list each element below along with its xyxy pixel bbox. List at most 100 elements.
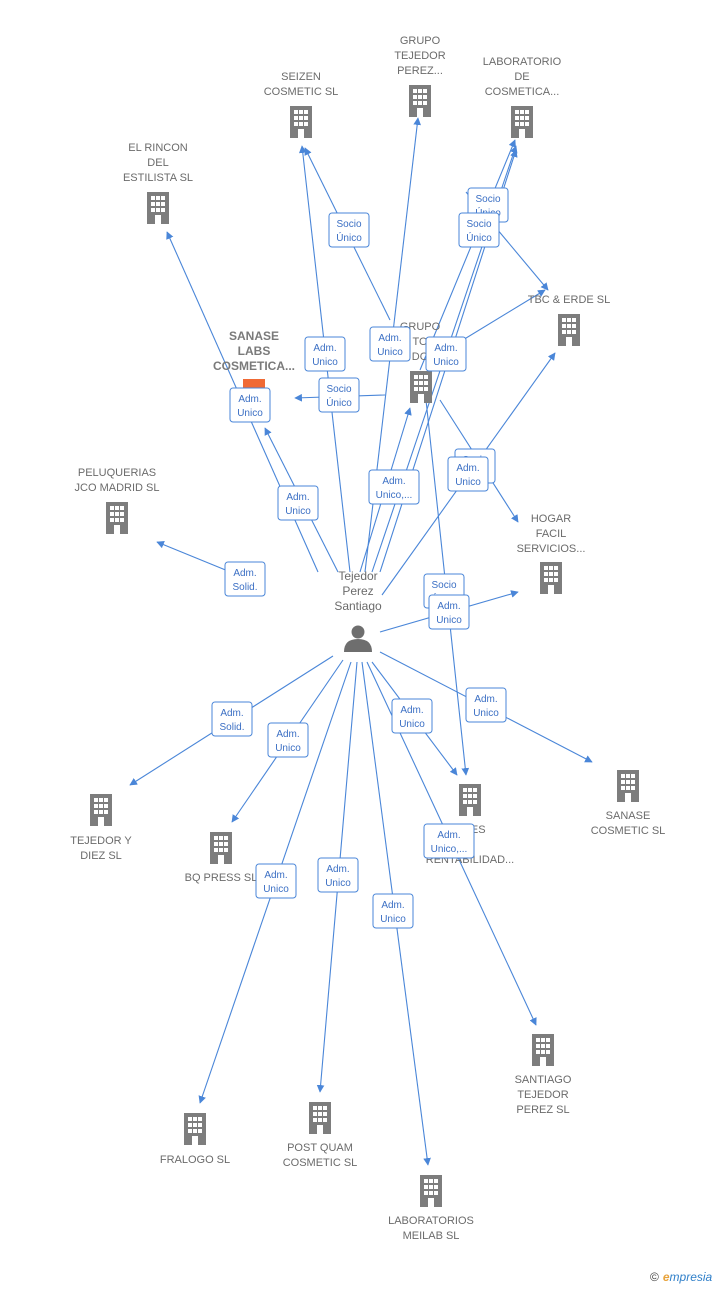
edge-label-box bbox=[224, 561, 266, 597]
edge-label-text: Unico bbox=[237, 408, 263, 419]
building-icon bbox=[459, 784, 481, 816]
edge-label-text: Adm. bbox=[238, 394, 261, 405]
company-name-line: DE bbox=[514, 71, 529, 83]
edge-label-text: Adm. bbox=[437, 601, 460, 612]
edge-label-box bbox=[423, 823, 475, 859]
company-name-line: HOGAR bbox=[531, 513, 571, 525]
edge-label-text: Unico,... bbox=[431, 844, 468, 855]
company-node-grupo-top[interactable]: GRUPOTEJEDORPEREZ... bbox=[394, 35, 446, 117]
company-name-line: TEJEDOR bbox=[394, 50, 445, 62]
edge-label-box bbox=[369, 326, 411, 362]
edge-line bbox=[419, 139, 516, 371]
company-node-fralogo[interactable]: FRALOGO SL bbox=[160, 1113, 230, 1166]
company-name-line: JCO MADRID SL bbox=[75, 482, 160, 494]
edge-label-text: Único bbox=[466, 231, 492, 244]
edge-label-meilab: Adm. Unico bbox=[372, 893, 414, 929]
company-name-line: LABORATORIO bbox=[483, 56, 562, 68]
building-icon bbox=[410, 371, 432, 403]
company-name-line: COSMETIC SL bbox=[264, 86, 339, 98]
edge-label-l16: Adm.Solid. bbox=[211, 701, 253, 737]
building-icon bbox=[210, 832, 232, 864]
company-name-line: DO bbox=[412, 351, 429, 363]
building-icon bbox=[147, 192, 169, 224]
person-icon bbox=[351, 625, 365, 639]
company-node-bq-press[interactable]: BQ PRESS SL bbox=[185, 832, 258, 884]
edge-label-l6: Adm. Unico bbox=[425, 336, 467, 372]
company-name-line: PEREZ... bbox=[397, 65, 443, 77]
edge-label-text: Unico bbox=[285, 506, 311, 517]
edge-label-box bbox=[277, 485, 319, 521]
edge-label-box bbox=[318, 377, 360, 413]
edge-label-text: Solid. bbox=[232, 582, 257, 593]
edge-label-box bbox=[458, 212, 500, 248]
edge-label-text: Unico bbox=[275, 743, 301, 754]
company-name-line: SEIZEN bbox=[281, 71, 321, 83]
edge-label-text: Único bbox=[326, 396, 352, 409]
building-icon bbox=[617, 770, 639, 802]
edge-label-l14: Adm. Unico bbox=[428, 594, 470, 630]
brand-name: mpresia bbox=[669, 1270, 713, 1284]
edge-label-text: Adm. bbox=[456, 463, 479, 474]
company-name-line: EL RINCON bbox=[128, 142, 188, 154]
edge-label-text: Adm. bbox=[276, 729, 299, 740]
edge-label-text: Único bbox=[336, 231, 362, 244]
edge-label-l20: Adm.Unico bbox=[465, 687, 507, 723]
edge-label-text: Unico bbox=[399, 719, 425, 730]
empresia-logo: ©empresia bbox=[650, 1270, 712, 1284]
building-icon bbox=[309, 1102, 331, 1134]
edge-label-l10: Adm.Unico,... bbox=[368, 469, 420, 505]
company-name-line: SANASE bbox=[606, 810, 651, 822]
edge-label-l9: Adm.Unico bbox=[277, 485, 319, 521]
company-node-tejedor-diez[interactable]: TEJEDOR Y DIEZ SL bbox=[70, 794, 132, 862]
company-name-line: TO bbox=[412, 336, 428, 348]
edge-label-l8: Adm. Unico bbox=[229, 387, 271, 423]
edge-label-box bbox=[447, 456, 489, 492]
edge-label-l15: Adm.Solid. bbox=[224, 561, 266, 597]
company-name-line: POST QUAM bbox=[287, 1142, 353, 1154]
edge-label-text: Adm. bbox=[382, 476, 405, 487]
edge-label-text: Adm. bbox=[313, 343, 336, 354]
edge-label-box bbox=[255, 863, 297, 899]
edge-label-text: Unico bbox=[436, 615, 462, 626]
company-name-line: PEREZ SL bbox=[516, 1104, 569, 1116]
building-icon bbox=[532, 1034, 554, 1066]
person-icon-body bbox=[344, 639, 372, 652]
edge-labels-layer: SocioÚnicoSocioÚnicoSocioÚnicoAdm.UnicoA… bbox=[211, 187, 509, 929]
edge-label-text: Socio bbox=[466, 219, 491, 230]
edge-label-text: Adm. bbox=[474, 694, 497, 705]
edge-label-box bbox=[391, 698, 433, 734]
edge-label-text: Adm. bbox=[434, 343, 457, 354]
edge-label-l22: Adm.Unico bbox=[317, 857, 359, 893]
edge-label-text: Unico bbox=[455, 477, 481, 488]
edge-label-box bbox=[267, 722, 309, 758]
copyright-symbol: © bbox=[650, 1270, 659, 1284]
company-name-line: LABS bbox=[238, 344, 271, 358]
company-name-line: LABORATORIOS bbox=[388, 1215, 474, 1227]
company-node-hogar[interactable]: HOGARFACILSERVICIOS... bbox=[517, 513, 586, 594]
edge-label-text: Unico bbox=[433, 357, 459, 368]
edge-label-l17: Adm. Unico bbox=[267, 722, 309, 758]
company-node-tbc[interactable]: TBC & ERDE SL bbox=[528, 294, 611, 346]
company-node-seizen[interactable]: SEIZEN COSMETIC SL bbox=[264, 71, 339, 138]
edge-label-text: Unico bbox=[380, 914, 406, 925]
company-name-line: DIEZ SL bbox=[80, 850, 122, 862]
company-node-laboratorio-top[interactable]: LABORATORIODECOSMETICA... bbox=[483, 56, 562, 138]
building-icon bbox=[90, 794, 112, 826]
edge-label-text: Socio bbox=[336, 219, 361, 230]
edge-label-box bbox=[317, 857, 359, 893]
edge-label-text: Unico bbox=[377, 347, 403, 358]
company-name-line: COSMETICA... bbox=[213, 359, 295, 373]
edge-label-text: Adm. bbox=[326, 864, 349, 875]
edge-label-box bbox=[368, 469, 420, 505]
edge-label-text: Adm. bbox=[381, 900, 404, 911]
company-name-line: TEJEDOR Y bbox=[70, 835, 132, 847]
